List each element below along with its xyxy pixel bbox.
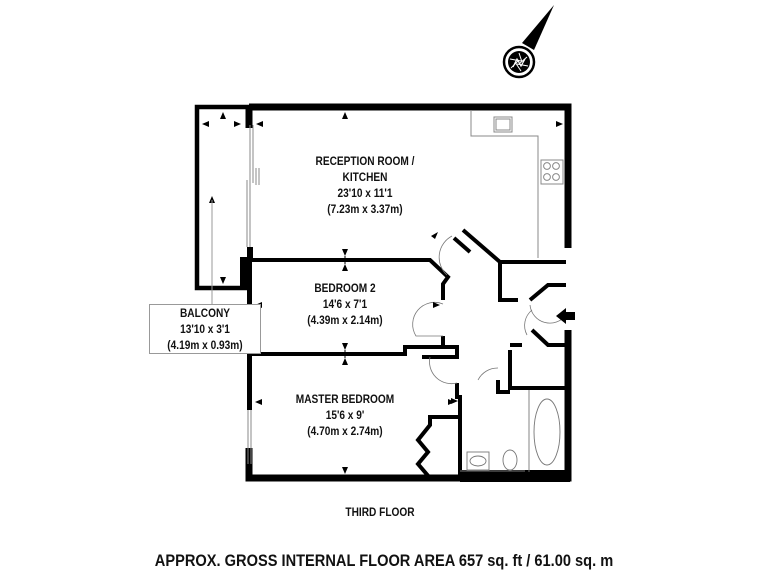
room-name: MASTER BEDROOM: [295, 394, 395, 406]
bath-icon: [533, 398, 561, 466]
room-dimensions-imperial: 13'10 x 3'1: [180, 324, 230, 336]
room-name: KITCHEN: [342, 172, 388, 184]
balcony-label: BALCONY 13'10 x 3'1 (4.19m x 0.93m): [157, 306, 254, 354]
room-name: BEDROOM 2: [314, 283, 376, 295]
reception-kitchen-label: RECEPTION ROOM / KITCHEN 23'10 x 11'1 (7…: [290, 154, 440, 218]
bathroom-fixtures: [460, 390, 561, 472]
room-dimensions-imperial: 14'6 x 7'1: [322, 299, 368, 311]
balcony-walls: [194, 104, 249, 291]
hob-icon: [540, 159, 564, 185]
door-swings: [412, 235, 567, 385]
kitchen-worktop: [470, 110, 564, 258]
room-dimensions-metric: (4.39m x 2.14m): [307, 315, 383, 327]
north-arrow-compass-icon: [502, 5, 554, 79]
room-dimensions-metric: (4.70m x 2.74m): [307, 426, 383, 438]
room-dimensions-imperial: 23'10 x 11'1: [337, 188, 393, 200]
floor-area-caption: APPROX. GROSS INTERNAL FLOOR AREA 657 sq…: [154, 551, 614, 570]
toilet-icon: [502, 449, 518, 471]
floor-label: THIRD FLOOR: [345, 507, 415, 519]
room-name: BALCONY: [179, 308, 231, 320]
room-dimensions-metric: (7.23m x 3.37m): [327, 204, 403, 216]
wall-pier: [240, 257, 252, 287]
kitchen-sink-icon: [493, 116, 513, 133]
room-dimensions-imperial: 15'6 x 9': [325, 410, 365, 422]
basin-icon: [466, 451, 490, 471]
balcony-label-box: BALCONY 13'10 x 3'1 (4.19m x 0.93m): [149, 304, 261, 354]
room-name: RECEPTION ROOM /: [315, 156, 415, 168]
master-bedroom-label: MASTER BEDROOM 15'6 x 9' (4.70m x 2.74m): [283, 392, 406, 440]
bedroom-2-label: BEDROOM 2 14'6 x 7'1 (4.39m x 2.14m): [288, 281, 402, 329]
room-dimensions-metric: (4.19m x 0.93m): [167, 340, 243, 352]
balcony-sliding-door: [246, 125, 260, 247]
entrance-arrow-icon: [556, 308, 575, 324]
internal-walls: [252, 228, 566, 480]
